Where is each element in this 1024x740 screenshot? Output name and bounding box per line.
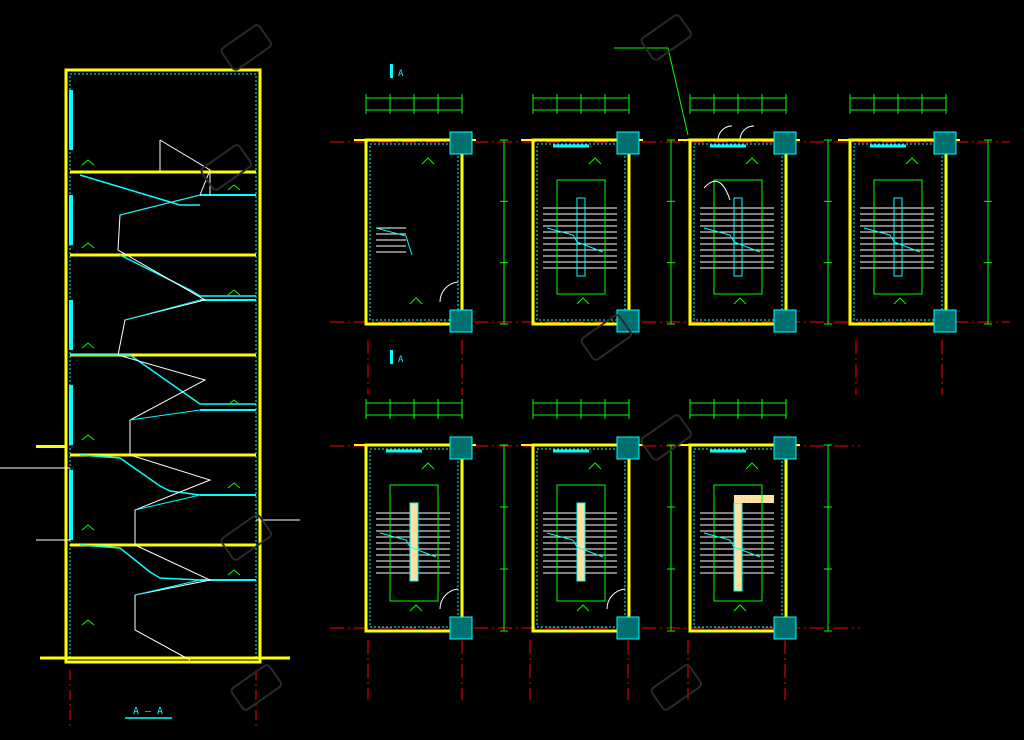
flight-outline (873, 179, 923, 295)
stair-plan (354, 94, 508, 333)
flight-outline (713, 179, 763, 295)
watermark-layer (200, 14, 703, 711)
watermark-logo (580, 314, 633, 361)
break-line (863, 227, 921, 253)
stair-well-handrail (893, 197, 903, 277)
structural-column (773, 309, 797, 333)
stair-plans-group (354, 94, 992, 640)
structural-column (449, 309, 473, 333)
structural-column (449, 616, 473, 640)
stair-plan (521, 94, 675, 333)
annotation-leader (614, 47, 689, 136)
flight-outline (713, 484, 763, 602)
plan-marker-top: A (398, 69, 404, 79)
watermark-logo (230, 664, 283, 711)
level-marker (576, 604, 590, 612)
structural-column (933, 309, 957, 333)
balustrades (119, 194, 201, 596)
stair-section-a-a: A — A (0, 68, 300, 728)
watermark-logo (640, 414, 693, 461)
watermark-logo (220, 24, 273, 71)
flight-outline (389, 484, 439, 602)
watermark-logo (200, 144, 253, 191)
break-line (546, 227, 604, 253)
top-guardrail (734, 495, 774, 503)
watermark-logo (640, 14, 693, 61)
break-line (703, 532, 761, 558)
stair-plan (678, 94, 832, 333)
plan-wall-hatch (693, 143, 783, 321)
level-marker (733, 604, 747, 612)
structural-column (449, 436, 473, 460)
structural-column (616, 436, 640, 460)
level-marker (588, 157, 602, 165)
plan-wall-hatch (853, 143, 943, 321)
plan-marker-bar-top (390, 64, 393, 78)
door-swing (606, 588, 626, 610)
floor-slabs (40, 170, 290, 660)
level-marker (409, 604, 423, 612)
section-outer-wall (64, 68, 262, 664)
level-marker (588, 462, 602, 470)
stair-plan (678, 399, 832, 640)
level-markers (81, 159, 241, 626)
break-line (546, 532, 604, 558)
stair-well-handrail (733, 197, 743, 277)
level-marker (745, 157, 759, 165)
plan-marker-bar-bottom (390, 350, 393, 364)
structural-column (773, 616, 797, 640)
plan-wall-hatch (369, 448, 459, 628)
break-line (379, 532, 437, 558)
structural-column (773, 436, 797, 460)
structural-column (616, 309, 640, 333)
structural-column (773, 131, 797, 155)
level-marker (421, 462, 435, 470)
stair-plan (354, 399, 508, 640)
watermark-logo (650, 664, 703, 711)
section-title: A — A (133, 706, 163, 717)
plan-wall-hatch (369, 143, 459, 321)
level-marker (905, 157, 919, 165)
structural-column (616, 616, 640, 640)
canopy (36, 445, 66, 448)
level-marker (745, 462, 759, 470)
structural-column (449, 131, 473, 155)
plan-wall-hatch (693, 448, 783, 628)
level-marker (733, 297, 747, 305)
plan-wall-hatch (536, 448, 626, 628)
stair-plan (521, 399, 675, 640)
door-swing (439, 281, 459, 303)
level-marker (409, 297, 423, 305)
stair-well-handrail (576, 502, 586, 582)
break-line (375, 227, 413, 256)
level-marker (576, 297, 590, 305)
level-marker (893, 297, 907, 305)
level-marker (421, 157, 435, 165)
door-swing (703, 180, 731, 201)
stair-flights-cut (70, 174, 256, 581)
watermark-logo (220, 514, 273, 561)
stair-well-handrail (576, 197, 586, 277)
stair-well-handrail (409, 502, 419, 582)
flight-outline (556, 179, 606, 295)
stair-plan (838, 94, 992, 333)
plan-marker-bottom: A (398, 355, 404, 365)
double-door-swing (717, 125, 755, 141)
structural-column (933, 131, 957, 155)
flight-outline (556, 484, 606, 602)
section-wall-hatch (69, 73, 257, 659)
door-swing (439, 588, 459, 610)
plan-wall-hatch (536, 143, 626, 321)
section-axis-lines (69, 670, 257, 728)
structural-column (616, 131, 640, 155)
break-line (703, 227, 761, 253)
